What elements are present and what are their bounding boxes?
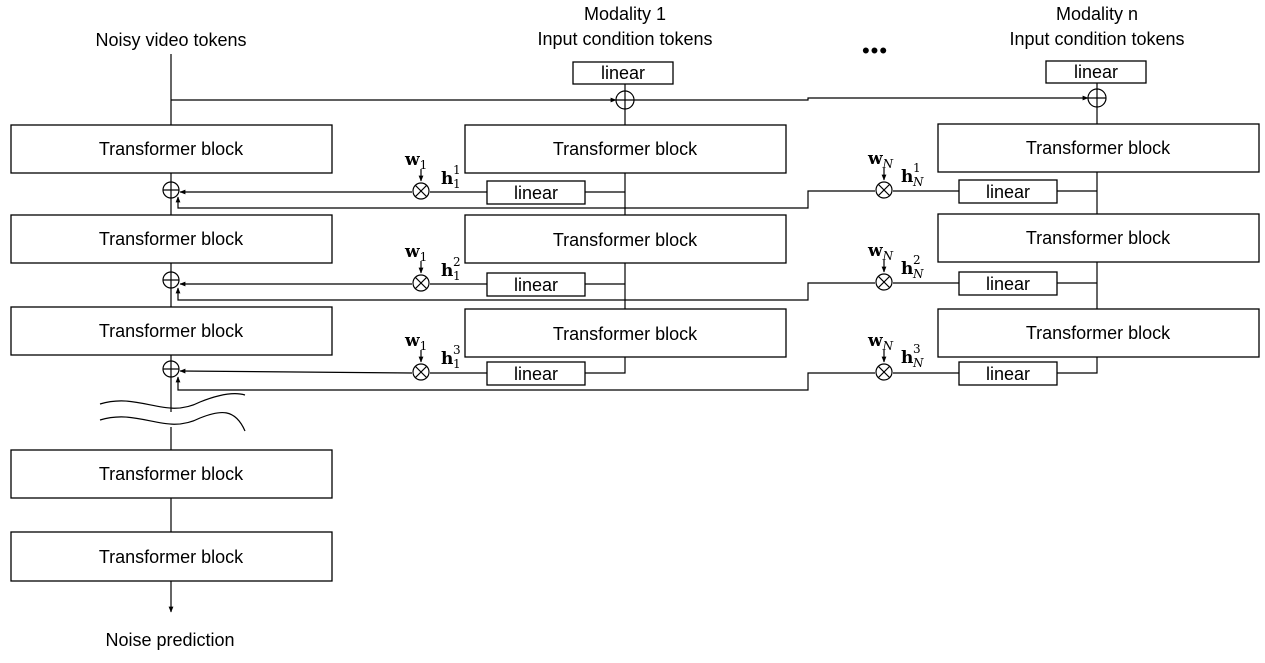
- backbone-transformer-block: [10, 124, 333, 174]
- modality-n-transformer-block: [937, 123, 1260, 173]
- modality-1-linear-2: [486, 272, 586, 297]
- multiply-op: [875, 181, 893, 199]
- linear-label: linear: [986, 274, 1030, 294]
- modality-1-input-linear-label: linear: [601, 63, 645, 83]
- multiply-op: [412, 274, 430, 292]
- modality-n-linear-2: [958, 271, 1058, 296]
- block-label: Transformer block: [1026, 138, 1171, 158]
- weight-wN-label: wN: [867, 331, 894, 353]
- injection-1-modality-n: [175, 190, 875, 209]
- ellipsis: •••: [862, 38, 888, 63]
- break-line-bottom: [99, 411, 246, 432]
- backbone-add-op: [162, 181, 180, 199]
- modality-n-linear-3: [958, 361, 1058, 386]
- linear-label: linear: [986, 182, 1030, 202]
- modality-1-title: Modality 1: [584, 4, 666, 24]
- linear-label: linear: [514, 275, 558, 295]
- multiply-op: [875, 273, 893, 291]
- block-label: Transformer block: [553, 230, 698, 250]
- multiply-op: [412, 182, 430, 200]
- block-label: Transformer block: [99, 547, 244, 567]
- modality-n-transformer-block: [937, 308, 1260, 358]
- modality-n-linear-1: [958, 179, 1058, 204]
- weight-w1-label: w1: [404, 331, 427, 353]
- block-label: Transformer block: [99, 464, 244, 484]
- modality-n-subtitle: Input condition tokens: [1009, 29, 1184, 49]
- multiply-op: [875, 363, 893, 381]
- modality-1-linear-1: [486, 180, 586, 205]
- output-label: Noise prediction: [105, 630, 234, 650]
- linear-label: linear: [514, 364, 558, 384]
- block-label: Transformer block: [553, 139, 698, 159]
- block-label: Transformer block: [99, 321, 244, 341]
- modality-1-transformer-block: [464, 124, 787, 174]
- modality-n-transformer-block: [937, 213, 1260, 263]
- modality-n-input-linear-label: linear: [1074, 62, 1118, 82]
- modality-1-subtitle: Input condition tokens: [537, 29, 712, 49]
- backbone-transformer-block: [10, 449, 333, 499]
- linear-label: linear: [514, 183, 558, 203]
- weight-wN-label: wN: [867, 241, 894, 263]
- weight-wN-label: wN: [867, 149, 894, 171]
- modality-1-linear-3: [486, 361, 586, 386]
- break-line-top: [99, 393, 246, 409]
- backbone-transformer-block: [10, 306, 333, 356]
- multiply-op: [412, 363, 430, 381]
- modality-1-add-op: [615, 90, 635, 110]
- injection-2-modality-n: [175, 282, 875, 301]
- modality-1-transformer-block: [464, 308, 787, 358]
- weight-w1-label: w1: [404, 242, 427, 264]
- modality-n-add-op: [1087, 88, 1107, 108]
- block-label: Transformer block: [1026, 323, 1171, 343]
- injection-3-modality-n: [175, 372, 875, 391]
- injection-3-modality-1: [179, 368, 413, 374]
- linear-label: linear: [986, 364, 1030, 384]
- input-to-modality-n-wire: [634, 95, 1089, 101]
- modality-1-input-linear: [572, 61, 674, 85]
- block-label: Transformer block: [1026, 228, 1171, 248]
- modality-n-input-linear: [1045, 60, 1147, 84]
- input-label: Noisy video tokens: [95, 30, 246, 50]
- weight-w1-label: w1: [404, 150, 427, 172]
- modality-1-transformer-block: [464, 214, 787, 264]
- block-label: Transformer block: [99, 139, 244, 159]
- block-label: Transformer block: [99, 229, 244, 249]
- block-label: Transformer block: [553, 324, 698, 344]
- backbone-add-op: [162, 271, 180, 289]
- backbone-add-op: [162, 360, 180, 378]
- backbone-transformer-block: [10, 531, 333, 582]
- backbone-transformer-block: [10, 214, 333, 264]
- modality-n-title: Modality n: [1056, 4, 1138, 24]
